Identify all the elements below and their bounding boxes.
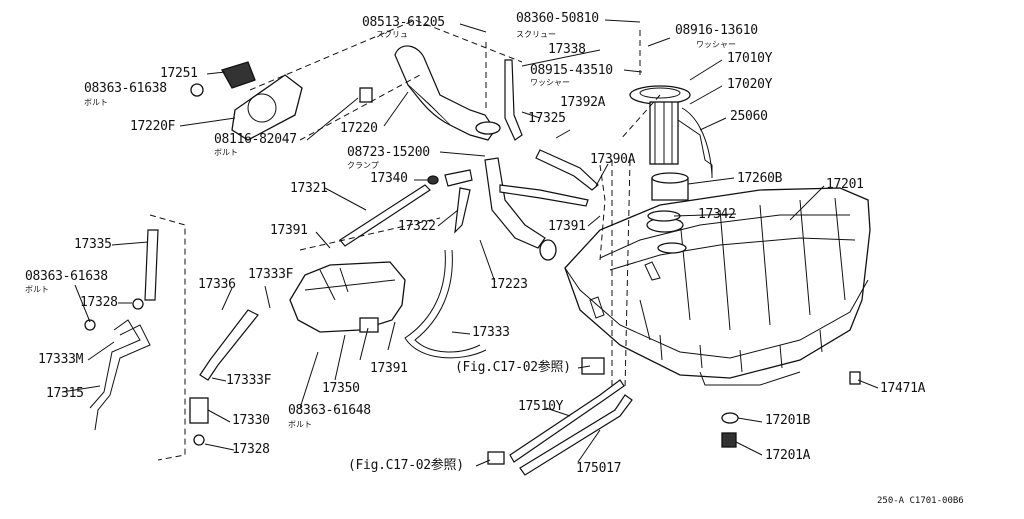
label-17391-right: 17391: [548, 219, 586, 234]
label-17390A: 17390A: [590, 152, 636, 167]
label-17220: 17220: [340, 121, 378, 136]
label-17350: 17350: [322, 381, 360, 396]
return-hoses: [487, 357, 633, 476]
label-17220F: 17220F: [130, 119, 176, 134]
label-08513-61205: 08513-61205: [362, 15, 445, 30]
drawing-code: 250-A C1701-00B6: [877, 496, 964, 506]
label-17510Y: 17510Y: [518, 399, 564, 414]
label-17325: 17325: [528, 111, 566, 126]
leader-lines: [61, 19, 879, 467]
label-25060: 25060: [730, 109, 768, 124]
label-08915-43510-desc: ワッシャー: [530, 78, 570, 87]
label-08363-61638-lower-desc: ボルト: [25, 285, 49, 294]
label-17471A: 17471A: [880, 381, 926, 396]
label-17333F-lower: 17333F: [226, 373, 272, 388]
label-08116-82047-desc: ボルト: [214, 148, 238, 157]
label-fig-ref-upper: (Fig.C17-02参照): [455, 360, 571, 375]
label-17223: 17223: [490, 277, 528, 292]
label-17342: 17342: [698, 207, 736, 222]
label-17201: 17201: [826, 177, 864, 192]
label-17260B: 17260B: [737, 171, 783, 186]
label-08513-61205-desc: スクリュ: [376, 30, 408, 39]
label-17392A: 17392A: [560, 95, 606, 110]
label-17010Y: 17010Y: [727, 51, 773, 66]
label-08116-82047: 08116-82047: [214, 132, 297, 147]
label-17333M: 17333M: [38, 352, 84, 367]
label-08363-61638-desc: ボルト: [84, 98, 108, 107]
label-17201A: 17201A: [765, 448, 811, 463]
label-08915-43510: 08915-43510: [530, 63, 613, 78]
filler-flange: [190, 61, 373, 141]
filler-hoses: [339, 45, 599, 359]
label-17336: 17336: [198, 277, 236, 292]
label-17322: 17322: [398, 219, 436, 234]
reference-lines: [149, 19, 661, 461]
label-08363-61638: 08363-61638: [84, 81, 167, 96]
label-08360-50810-desc: スクリュー: [516, 30, 556, 39]
label-08363-61638-lower: 08363-61638: [25, 269, 108, 284]
label-17328-lower: 17328: [232, 442, 270, 457]
label-08723-15200: 08723-15200: [347, 145, 430, 160]
label-17335: 17335: [74, 237, 112, 252]
label-17315: 17315: [46, 386, 84, 401]
label-17501Y: 175017: [576, 461, 622, 476]
label-17338: 17338: [548, 42, 586, 57]
fuel-sender-unit: [629, 85, 713, 222]
label-17333F-upper: 17333F: [248, 267, 294, 282]
label-08360-50810: 08360-50810: [516, 11, 599, 26]
label-17020Y: 17020Y: [727, 77, 773, 92]
label-17391-lower: 17391: [370, 361, 408, 376]
label-08363-61648: 08363-61648: [288, 403, 371, 418]
label-17340: 17340: [370, 171, 408, 186]
label-17333: 17333: [472, 325, 510, 340]
label-17328-upper: 17328: [80, 295, 118, 310]
label-17251: 17251: [160, 66, 198, 81]
label-17391-upper: 17391: [270, 223, 308, 238]
fuel-tank-17201: [564, 187, 871, 386]
label-08363-61648-desc: ボルト: [288, 420, 312, 429]
label-17201B: 17201B: [765, 413, 811, 428]
canister-17350: [289, 261, 406, 333]
label-08723-15200-desc: クランプ: [347, 161, 379, 170]
label-08916-13610: 08916-13610: [675, 23, 758, 38]
label-17321: 17321: [290, 181, 328, 196]
label-fig-ref-lower: (Fig.C17-02参照): [348, 458, 464, 473]
left-hoses: [84, 229, 259, 446]
label-17330: 17330: [232, 413, 270, 428]
label-08916-13610-desc: ワッシャー: [696, 40, 736, 49]
drain-parts: [721, 371, 861, 448]
